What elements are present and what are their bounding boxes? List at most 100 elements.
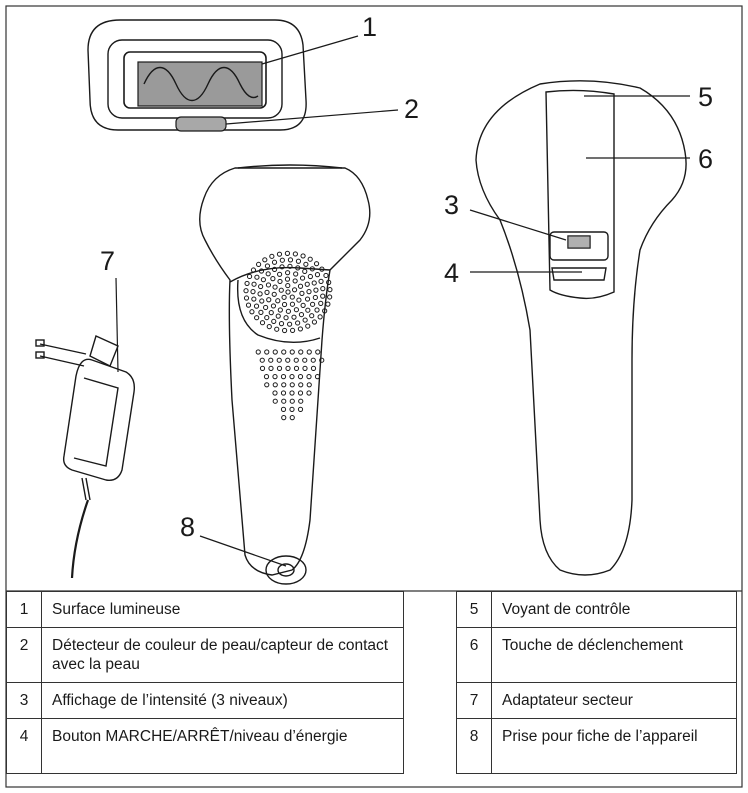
vent-hole (278, 287, 284, 293)
vent-hole (281, 382, 287, 388)
vent-hole (255, 261, 262, 268)
callout-1: 1 (362, 12, 377, 42)
vent-hole (302, 365, 308, 371)
vent-hole (259, 365, 266, 371)
vent-hole (289, 415, 295, 421)
vent-hole (264, 314, 270, 321)
vent-hole (281, 415, 287, 421)
vent-hole (285, 308, 291, 314)
vent-hole (305, 323, 311, 329)
vent-hole (271, 291, 277, 297)
vent-hole (318, 278, 324, 284)
legend-text: Surface lumineuse (41, 591, 404, 628)
vent-hole (312, 294, 318, 301)
vent-hole (295, 265, 301, 271)
vent-hole (289, 398, 295, 404)
vent-hole (277, 307, 283, 313)
vent-hole (275, 298, 281, 304)
vent-hole (323, 272, 329, 279)
vent-hole (276, 271, 283, 277)
legend-number: 6 (456, 627, 492, 683)
vent-hole (265, 271, 271, 277)
legend-number: 2 (6, 627, 42, 683)
device-body-back (475, 80, 687, 576)
vent-hole (272, 349, 278, 355)
vent-hole (289, 327, 296, 334)
vent-hole (297, 406, 304, 412)
light-wave-icon (143, 66, 259, 102)
vent-hole (285, 357, 291, 363)
device-body-front (199, 164, 371, 585)
vent-hole (266, 323, 272, 330)
vent-hole (289, 374, 295, 380)
vent-hole (298, 311, 305, 318)
vent-hole (299, 290, 305, 296)
vent-hole (311, 319, 318, 325)
vent-hole (280, 390, 287, 396)
vent-hole (326, 279, 332, 285)
vent-hole (281, 327, 288, 334)
vent-hole (258, 268, 265, 274)
vent-hole (257, 291, 263, 297)
vent-hole (307, 256, 313, 262)
vent-hole (254, 274, 260, 280)
vent-hole (260, 277, 267, 283)
vent-hole (319, 357, 325, 363)
vent-hole (251, 281, 257, 287)
vent-hole (292, 251, 298, 257)
vent-hole (297, 283, 304, 289)
vent-hole (272, 382, 278, 388)
vent-hole (302, 317, 308, 323)
vent-hole (280, 374, 287, 380)
vent-hole (314, 272, 321, 278)
vent-hole (277, 278, 283, 285)
vent-hole (306, 382, 312, 388)
ac-adapter (35, 335, 136, 579)
vent-hole (309, 301, 316, 307)
callout-3: 3 (444, 190, 459, 220)
vent-hole (253, 303, 260, 309)
legend-number: 5 (456, 591, 492, 628)
vent-hole (293, 271, 299, 277)
callout-7: 7 (100, 246, 115, 276)
vent-hole (307, 273, 313, 280)
legend-number: 3 (6, 682, 42, 719)
vent-hole (271, 266, 278, 273)
vent-hole (272, 398, 278, 404)
vent-hole (285, 365, 291, 371)
vent-hole (297, 326, 303, 332)
vent-hole (279, 264, 285, 270)
callout-4: 4 (444, 258, 459, 288)
vent-hole (270, 275, 276, 282)
vent-hole (275, 313, 281, 319)
vent-hole (304, 281, 310, 287)
vent-hole (306, 349, 312, 355)
vent-hole (306, 390, 312, 396)
vent-hole (270, 303, 277, 309)
legend-number: 7 (456, 682, 492, 719)
vent-hole (306, 374, 312, 380)
legend-number: 8 (456, 718, 492, 774)
vent-hole (320, 286, 326, 292)
vent-hole (296, 297, 302, 303)
intensity-display (567, 235, 591, 249)
vent-hole (266, 297, 272, 303)
vent-hole (254, 315, 260, 321)
vent-hole (295, 258, 302, 264)
legend-text: Adaptateur secteur (491, 682, 737, 719)
vent-holes (243, 250, 333, 421)
vent-hole (299, 275, 306, 281)
vent-hole (274, 326, 280, 332)
legend-row: 3 Affichage de l’intensité (3 niveaux) (6, 682, 404, 719)
vent-hole (259, 320, 266, 326)
vent-hole (297, 374, 304, 380)
vent-hole (305, 307, 311, 313)
legend-text: Détecteur de couleur de peau/capteur de … (41, 627, 404, 683)
vent-hole (269, 253, 275, 259)
vent-hole (281, 301, 288, 308)
vent-hole (245, 302, 252, 308)
vent-hole (276, 357, 282, 363)
vent-hole (281, 398, 287, 404)
legend-text: Touche de déclenchement (491, 627, 737, 683)
